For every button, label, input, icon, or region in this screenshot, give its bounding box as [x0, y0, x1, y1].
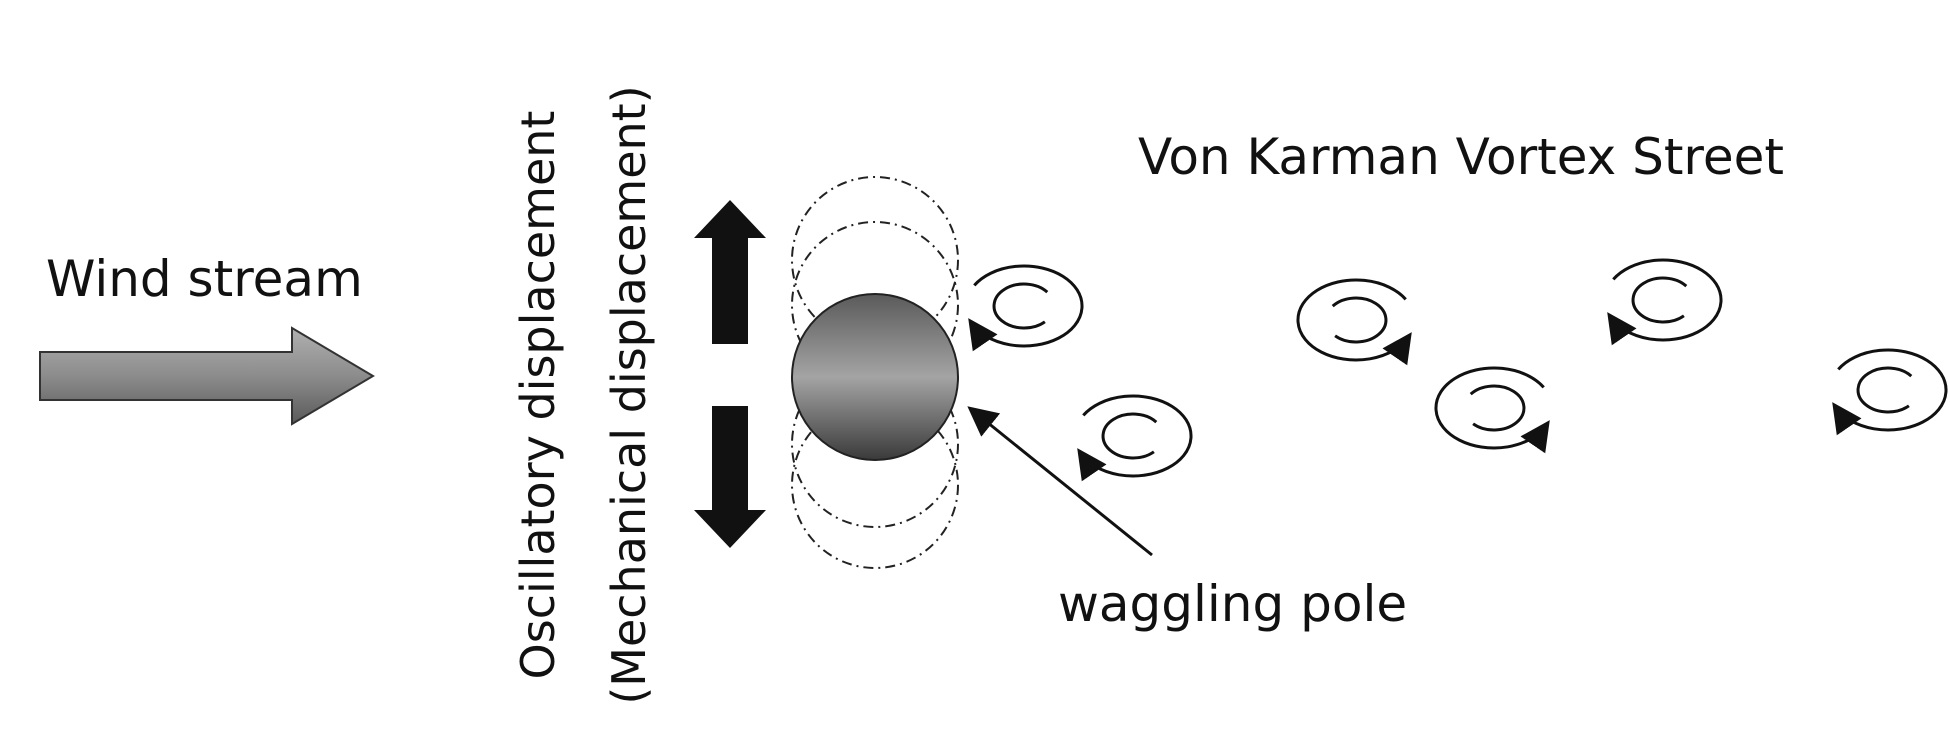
pole-pointer-arrow — [967, 406, 1153, 557]
up-arrow-icon — [694, 200, 766, 344]
vortex-street-label: Von Karman Vortex Street — [1138, 128, 1785, 186]
mechanical-displacement-label: (Mechanical displacement) — [602, 85, 656, 705]
waggling-pole-label: waggling pole — [1058, 575, 1408, 633]
vortex-3 — [1296, 278, 1412, 366]
vortex-5 — [1607, 258, 1723, 346]
vortex-street — [968, 258, 1948, 482]
vortex-4 — [1434, 366, 1550, 454]
waggling-pole — [791, 293, 959, 461]
wind-stream-label: Wind stream — [46, 250, 363, 308]
vortex-1 — [968, 264, 1084, 352]
down-arrow-icon — [694, 406, 766, 548]
wind-stream-arrow — [39, 326, 375, 426]
vortex-2 — [1077, 394, 1193, 482]
vortex-6 — [1832, 348, 1948, 436]
oscillatory-displacement-label: Oscillatory displacement — [511, 110, 565, 680]
